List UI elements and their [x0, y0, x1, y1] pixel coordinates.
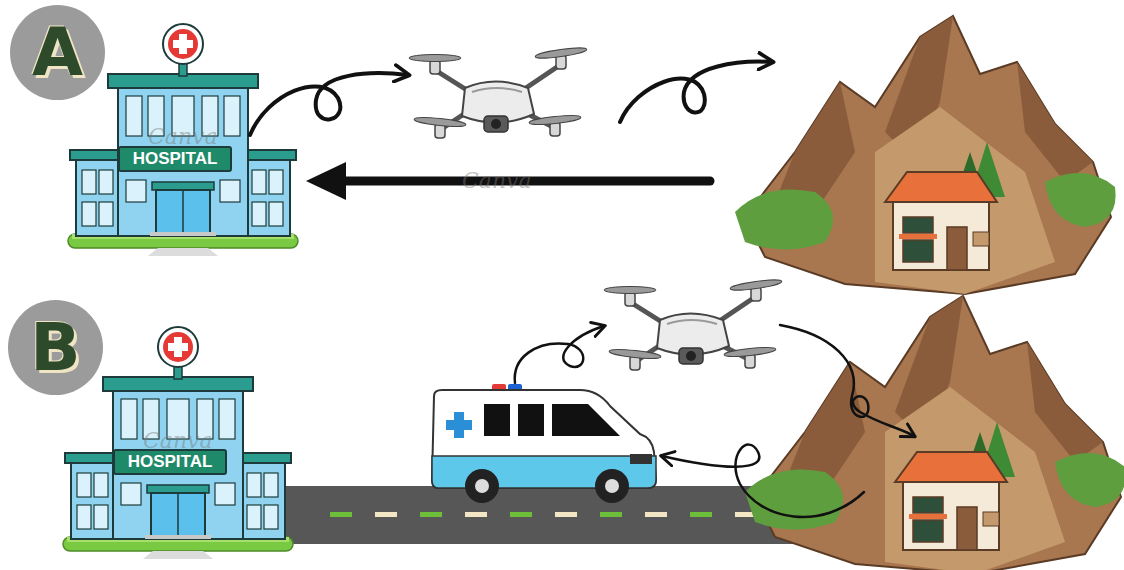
curly-arrow: [620, 62, 772, 122]
row-letter: B: [30, 315, 80, 381]
ambulance: [432, 384, 656, 503]
watermark: Canva: [148, 124, 218, 149]
drone: [409, 46, 587, 138]
row-letter: A: [32, 20, 83, 86]
curly-arrow: [250, 73, 408, 135]
drone: [604, 278, 782, 370]
row-badge: B: [8, 300, 103, 395]
return-arrow-head: [306, 162, 346, 200]
watermark: Canva: [462, 168, 532, 193]
curly-arrow: [515, 326, 604, 383]
row-badge: A: [10, 5, 105, 100]
curly-arrow: [780, 325, 914, 436]
mountain-village: [735, 16, 1116, 294]
road: [280, 486, 825, 544]
mountain-village: [745, 296, 1124, 570]
watermark: Canva: [143, 428, 213, 453]
hospital-sign: HOSPITAL: [118, 146, 232, 172]
curly-arrow: [662, 445, 864, 517]
